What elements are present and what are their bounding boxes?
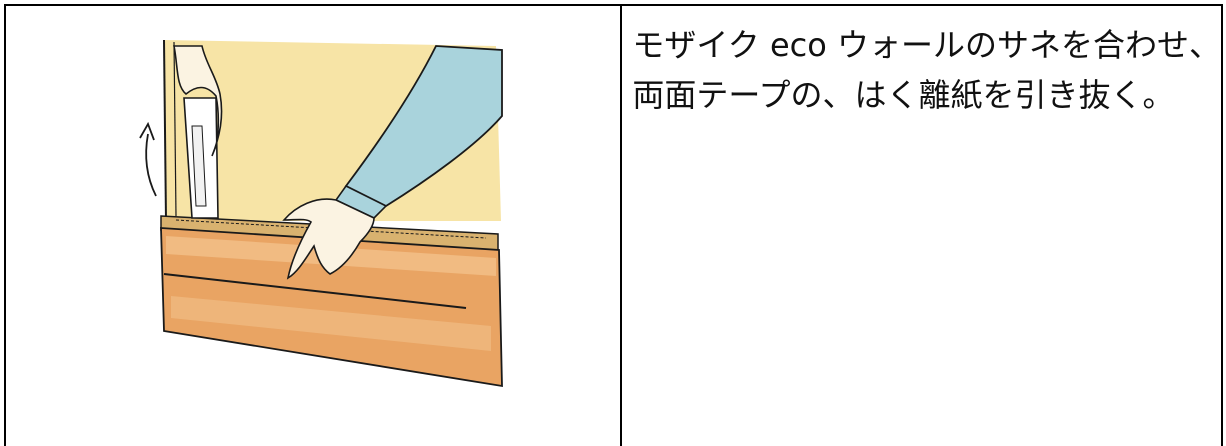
instruction-cell: モザイク eco ウォールのサネを合わせ、 両面テープの、はく離紙を引き抜く。 xyxy=(622,6,1221,446)
installation-illustration xyxy=(139,39,503,388)
pull-arrow xyxy=(145,133,157,197)
instruction-line-1: モザイク eco ウォールのサネを合わせ、 xyxy=(632,26,1221,64)
pull-arrow-head xyxy=(139,121,155,141)
right-hand xyxy=(282,198,375,280)
instruction-table: モザイク eco ウォールのサネを合わせ、 両面テープの、はく離紙を引き抜く。 xyxy=(4,4,1223,446)
wall-edge xyxy=(163,39,167,222)
wall-edge-inner xyxy=(173,41,177,217)
left-hand xyxy=(173,45,223,157)
illustration-cell xyxy=(6,6,623,446)
wood-panel-highlight-2 xyxy=(171,296,491,351)
instruction-line-2: 両面テープの、はく離紙を引き抜く。 xyxy=(632,76,1175,114)
release-paper-fold xyxy=(191,125,207,207)
panel-joint xyxy=(163,273,467,309)
